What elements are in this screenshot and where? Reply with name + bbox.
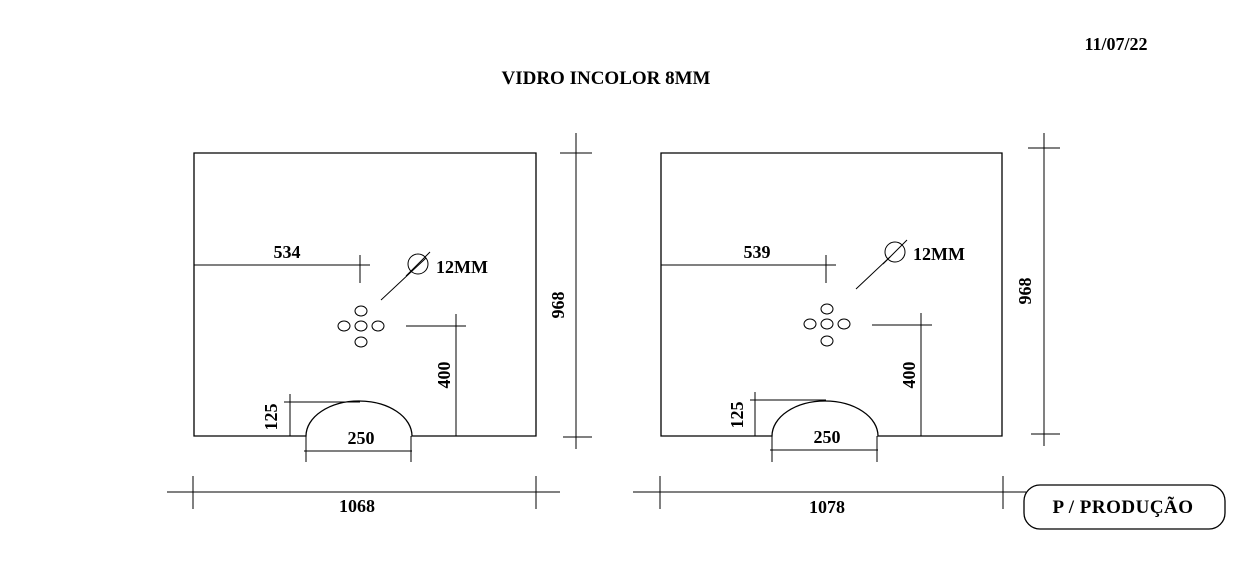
panel-2-leader-line	[855, 256, 891, 290]
hole	[803, 318, 817, 330]
panel-2-overall-height-label: 968	[1015, 278, 1035, 305]
hole	[354, 320, 368, 332]
hole	[820, 303, 834, 315]
panel-2-hole-cluster	[803, 303, 851, 347]
glass-panel-2: 539 12MM 400 125 250 968	[633, 133, 1060, 517]
hole	[820, 318, 834, 330]
panel-1-leader-line	[380, 257, 427, 301]
panel-1-offset-label: 534	[274, 242, 301, 262]
drawing-title: VIDRO INCOLOR 8MM	[502, 68, 711, 89]
panel-2-cutout-height-label: 125	[727, 402, 747, 429]
production-stamp: P / PRODUÇÃO	[1023, 484, 1226, 530]
production-stamp-label: P / PRODUÇÃO	[1052, 496, 1193, 518]
hole	[354, 305, 368, 317]
hole	[820, 335, 834, 347]
hole	[837, 318, 851, 330]
hole	[337, 320, 351, 332]
hole	[354, 336, 368, 348]
panel-1-cutout-width-label: 250	[348, 428, 375, 448]
panel-1-hole-height-label: 400	[434, 362, 454, 389]
hole	[371, 320, 385, 332]
panel-1-diameter-label: 12MM	[436, 257, 488, 277]
panel-2-offset-label: 539	[744, 242, 771, 262]
panel-2-diameter-label: 12MM	[913, 244, 965, 264]
panel-1-overall-width-label: 1068	[339, 496, 375, 516]
panel-1-overall-height-label: 968	[548, 292, 568, 319]
panel-1-cutout-height-label: 125	[261, 404, 281, 431]
glass-panel-1: 534 12MM 400 125 250 968	[167, 133, 592, 516]
panel-2-outline	[660, 152, 1003, 437]
panel-2-cutout-width-label: 250	[814, 427, 841, 447]
panel-1-hole-cluster	[337, 305, 385, 348]
panel-1-diameter-slash	[405, 251, 431, 277]
panel-1-outline	[193, 152, 537, 437]
drawing-date: 11/07/22	[1084, 34, 1147, 54]
panel-1-diameter-icon	[407, 253, 429, 275]
production-stamp-frame	[1023, 484, 1226, 530]
panel-2-diameter-icon	[884, 241, 906, 263]
panel-2-overall-width-label: 1078	[809, 497, 845, 517]
panel-2-hole-height-label: 400	[899, 362, 919, 389]
